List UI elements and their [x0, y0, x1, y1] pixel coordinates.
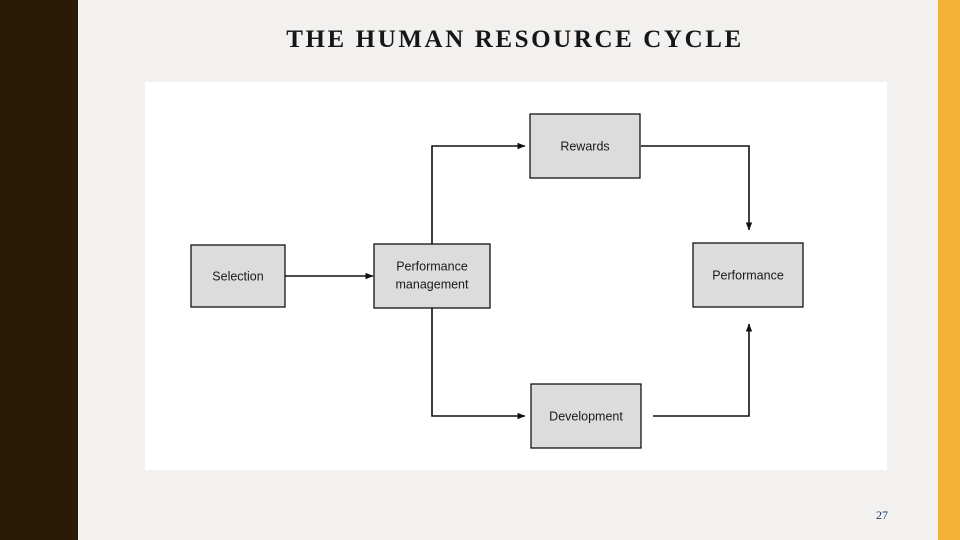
node-selection[interactable]: Selection — [190, 244, 286, 308]
node-development[interactable]: Development — [530, 383, 642, 449]
node-performance-management[interactable]: Performance management — [373, 243, 491, 309]
node-performance-label: Performance — [712, 268, 784, 282]
connector-rewards-to-performance — [641, 145, 753, 231]
connector-performance-management-to-rewards — [431, 142, 526, 244]
node-performance-management-label-line2: management — [396, 277, 469, 291]
connector-development-to-performance — [653, 323, 753, 417]
node-performance-management-label-line1: Performance — [396, 259, 468, 273]
connector-performance-management-to-development — [431, 308, 526, 420]
left-band-wave-shape — [38, 0, 64, 540]
node-rewards-label: Rewards — [560, 139, 609, 153]
page-title: THE HUMAN RESOURCE CYCLE — [286, 26, 744, 53]
node-development-label: Development — [549, 409, 623, 423]
diagram-canvas: Selection Performance management Rewards… — [145, 82, 887, 470]
page-number: 27 — [876, 508, 888, 522]
node-selection-label: Selection — [212, 269, 263, 283]
node-rewards[interactable]: Rewards — [529, 113, 641, 179]
right-accent-bar — [938, 0, 960, 540]
node-performance[interactable]: Performance — [692, 242, 804, 308]
